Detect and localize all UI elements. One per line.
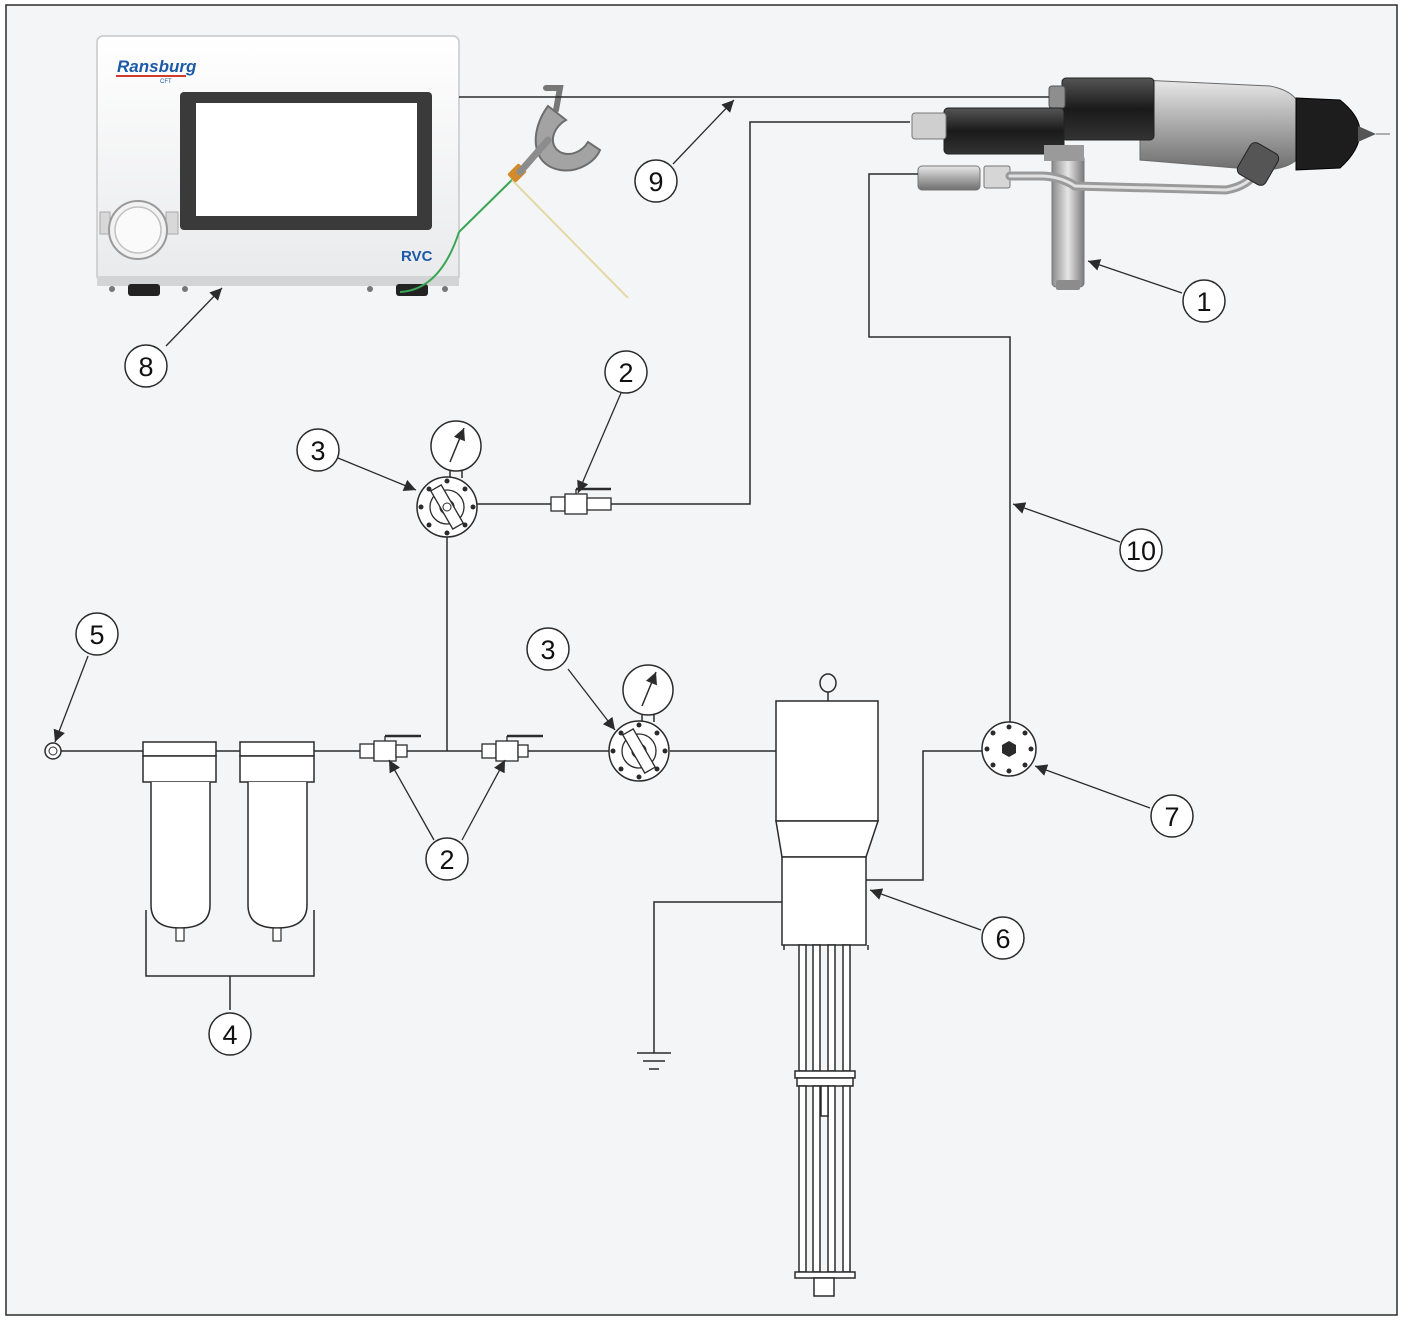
callout-10-label: 10 <box>1126 536 1156 566</box>
touch-screen <box>196 103 417 216</box>
ball-valve-1 <box>359 734 421 762</box>
ball-valve-3 <box>550 487 612 515</box>
callout-2-top: 2 <box>604 350 648 394</box>
air-inlet <box>44 742 62 760</box>
ground-clamp <box>399 85 629 299</box>
brand-logo: Ransburg <box>117 57 197 76</box>
callout-8: 8 <box>124 344 168 388</box>
callout-8-label: 8 <box>138 352 153 382</box>
callout-3-top-label: 3 <box>310 436 325 466</box>
air-filter-1 <box>142 741 217 942</box>
callout-7-label: 7 <box>1164 802 1179 832</box>
fluid-pump <box>775 673 880 1297</box>
callout-5: 5 <box>75 612 119 656</box>
air-filter-2 <box>239 741 315 942</box>
callout-3-top: 3 <box>296 428 340 472</box>
callout-4-label: 4 <box>222 1020 237 1050</box>
fluid-hose-10 <box>868 173 1011 722</box>
leader-arrows <box>53 99 1183 931</box>
ground-symbol <box>637 1052 671 1070</box>
callout-1: 1 <box>1182 279 1226 323</box>
atomizing-air-line <box>611 121 910 505</box>
callout-2-top-label: 2 <box>618 358 633 388</box>
callout-9-label: 9 <box>648 167 663 197</box>
callout-3-bottom: 3 <box>526 627 570 671</box>
callout-5-label: 5 <box>89 620 104 650</box>
ball-valve-2 <box>481 734 543 762</box>
fluid-pump-7 <box>981 721 1037 777</box>
callout-4: 4 <box>208 1012 252 1056</box>
callout-10: 10 <box>1119 528 1163 572</box>
callout-9: 9 <box>634 159 678 203</box>
callout-7: 7 <box>1150 794 1194 838</box>
regulator-bottom <box>608 664 674 782</box>
regulator-top <box>416 420 482 538</box>
connection-lines <box>58 96 1049 1053</box>
brand-sub: CFT <box>160 79 172 85</box>
callout-2-bottom: 2 <box>425 837 469 881</box>
callout-6-label: 6 <box>995 924 1010 954</box>
callout-1-label: 1 <box>1196 287 1211 317</box>
spray-gun <box>911 77 1390 290</box>
callout-3-bottom-label: 3 <box>540 635 555 665</box>
controller-unit: Ransburg CFT RVC <box>96 35 460 296</box>
foot-left <box>128 284 160 296</box>
model-label: RVC <box>401 248 433 265</box>
callout-2-bottom-label: 2 <box>439 845 454 875</box>
callout-6: 6 <box>981 916 1025 960</box>
